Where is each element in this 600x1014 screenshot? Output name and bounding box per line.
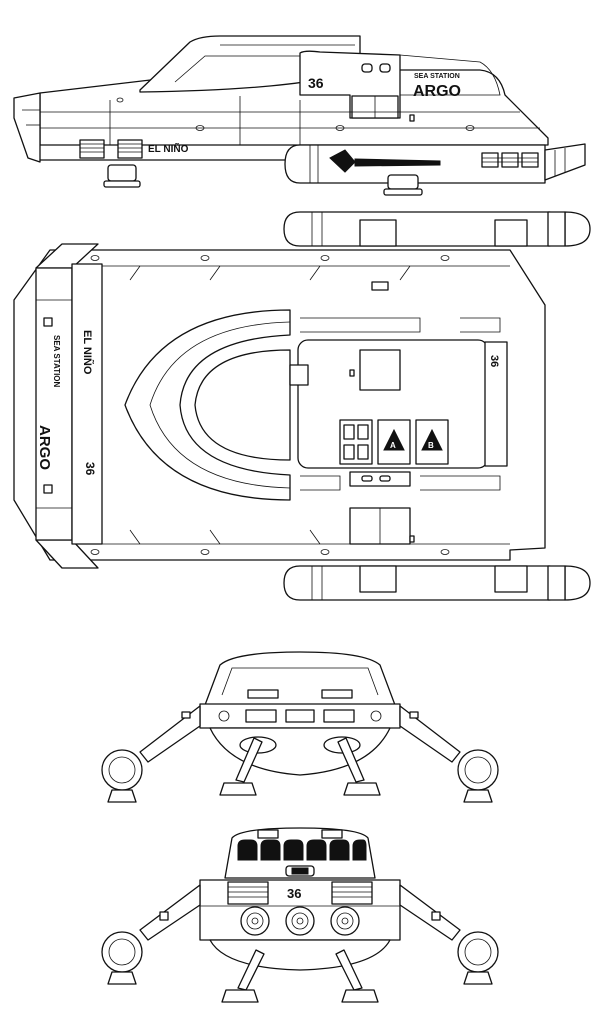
side-rear-vents bbox=[481, 152, 539, 168]
top-pontoon-lower bbox=[283, 565, 591, 601]
hatch-b-label: B bbox=[428, 441, 434, 450]
rear-view bbox=[101, 651, 499, 803]
front-windows bbox=[237, 839, 367, 861]
front-pontoon-right bbox=[457, 931, 499, 973]
top-canopy bbox=[124, 309, 291, 501]
top-hatch-a: A bbox=[377, 419, 411, 465]
front-craft-number: 36 bbox=[287, 886, 301, 901]
side-front-vents bbox=[79, 139, 143, 159]
top-cockpit-number: 36 bbox=[488, 355, 500, 367]
top-pontoon-upper bbox=[283, 211, 591, 247]
side-nose bbox=[13, 92, 41, 163]
top-view: SEA STATION ARGO EL NIÑO 36 36 bbox=[13, 211, 591, 601]
hatch-a-label: A bbox=[390, 441, 396, 450]
rear-pontoon-left bbox=[101, 749, 143, 791]
front-thrusters bbox=[240, 906, 360, 936]
side-landing-feet bbox=[103, 164, 423, 196]
top-station-name: ARGO bbox=[36, 425, 53, 470]
top-craft-number: 36 bbox=[83, 462, 97, 476]
rear-pontoon-right bbox=[457, 749, 499, 791]
top-craft-name: EL NIÑO bbox=[81, 330, 94, 375]
side-station-name: ARGO bbox=[413, 83, 461, 100]
side-view: 36 SEA STATION ARGO EL NIÑO bbox=[13, 35, 586, 196]
side-craft-name: EL NIÑO bbox=[148, 142, 189, 155]
top-station-label: SEA STATION bbox=[52, 335, 61, 388]
side-station-label: SEA STATION bbox=[414, 73, 460, 80]
rear-canopy bbox=[204, 651, 396, 706]
side-craft-number: 36 bbox=[308, 75, 324, 91]
top-hatch-grid bbox=[339, 419, 373, 465]
front-view: 36 bbox=[101, 827, 499, 1003]
front-pontoon-left bbox=[101, 931, 143, 973]
top-hatch-b: B bbox=[415, 419, 449, 465]
